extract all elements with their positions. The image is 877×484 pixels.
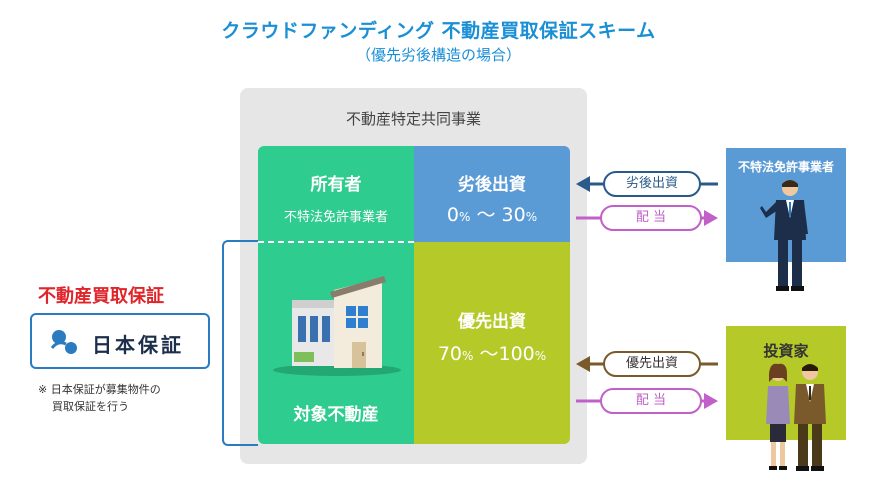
diagram-subtitle: （優先劣後構造の場合）: [355, 46, 521, 64]
owner-title: 所有者: [310, 175, 362, 195]
senior-flow-label: 優先出資: [603, 351, 701, 377]
businessman-icon: [760, 180, 808, 291]
subordinated-percentage: 0% ～ 30%: [446, 204, 538, 226]
subordinated-arrow-head: [576, 176, 590, 192]
dividend-2-arrow-head: [704, 393, 718, 409]
property-label: 対象不動産: [293, 405, 379, 425]
senior-percentage: 70% ～100%: [437, 343, 547, 365]
senior-title: 優先出資: [458, 312, 526, 332]
subordinated-flow-label: 劣後出資: [603, 171, 701, 197]
guarantee-title: 不動産買取保証: [38, 286, 164, 307]
subordinated-title: 劣後出資: [458, 175, 526, 195]
dividend-1-label: 配 当: [600, 205, 702, 231]
logo-mark-icon: [50, 330, 77, 354]
owner-cell: [258, 146, 414, 242]
owner-property-divider: [258, 241, 414, 243]
diagram-title: クラウドファンディング 不動産買取保証スキーム: [221, 20, 656, 42]
licensed-operator-label: 不特法免許事業者: [737, 160, 834, 174]
senior-cell: [414, 242, 570, 444]
logo-text: 日本保証: [92, 333, 184, 357]
joint-business-label: 不動産特定共同事業: [345, 110, 481, 128]
dividend-2-label: 配 当: [600, 388, 702, 414]
owner-subtitle: 不特法免許事業者: [283, 210, 388, 225]
dividend-1-arrow-head: [704, 210, 718, 226]
investors-icon: [766, 363, 826, 471]
house-icon: [273, 276, 401, 376]
guarantee-note: ※ 日本保証が募集物件の 買取保証を行う: [38, 383, 161, 413]
nihon-hosho-logo: 日本保証: [30, 313, 210, 369]
guarantee-bracket: [222, 240, 258, 446]
senior-arrow-head: [576, 356, 590, 372]
subordinated-cell: [414, 146, 570, 242]
investors-label: 投資家: [763, 342, 809, 360]
